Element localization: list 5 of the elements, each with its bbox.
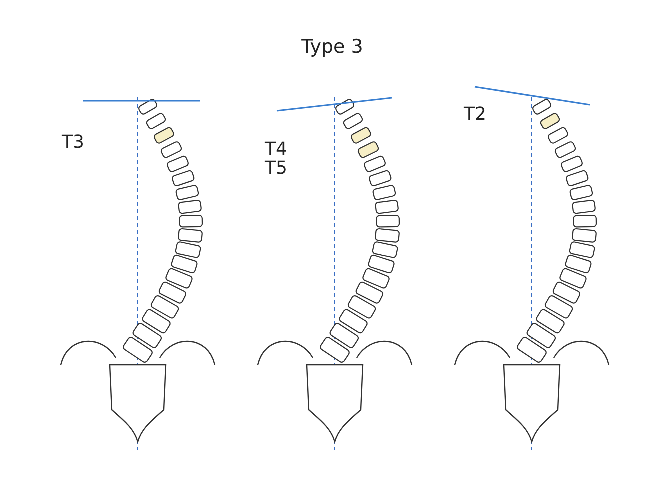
- vertebra-label: T3: [62, 132, 84, 153]
- vertebra-label: T4: [265, 139, 288, 160]
- diagram-title: Type 3: [300, 36, 364, 58]
- vertebra-label: T5: [265, 158, 288, 179]
- vertebra-label: T2: [464, 104, 486, 125]
